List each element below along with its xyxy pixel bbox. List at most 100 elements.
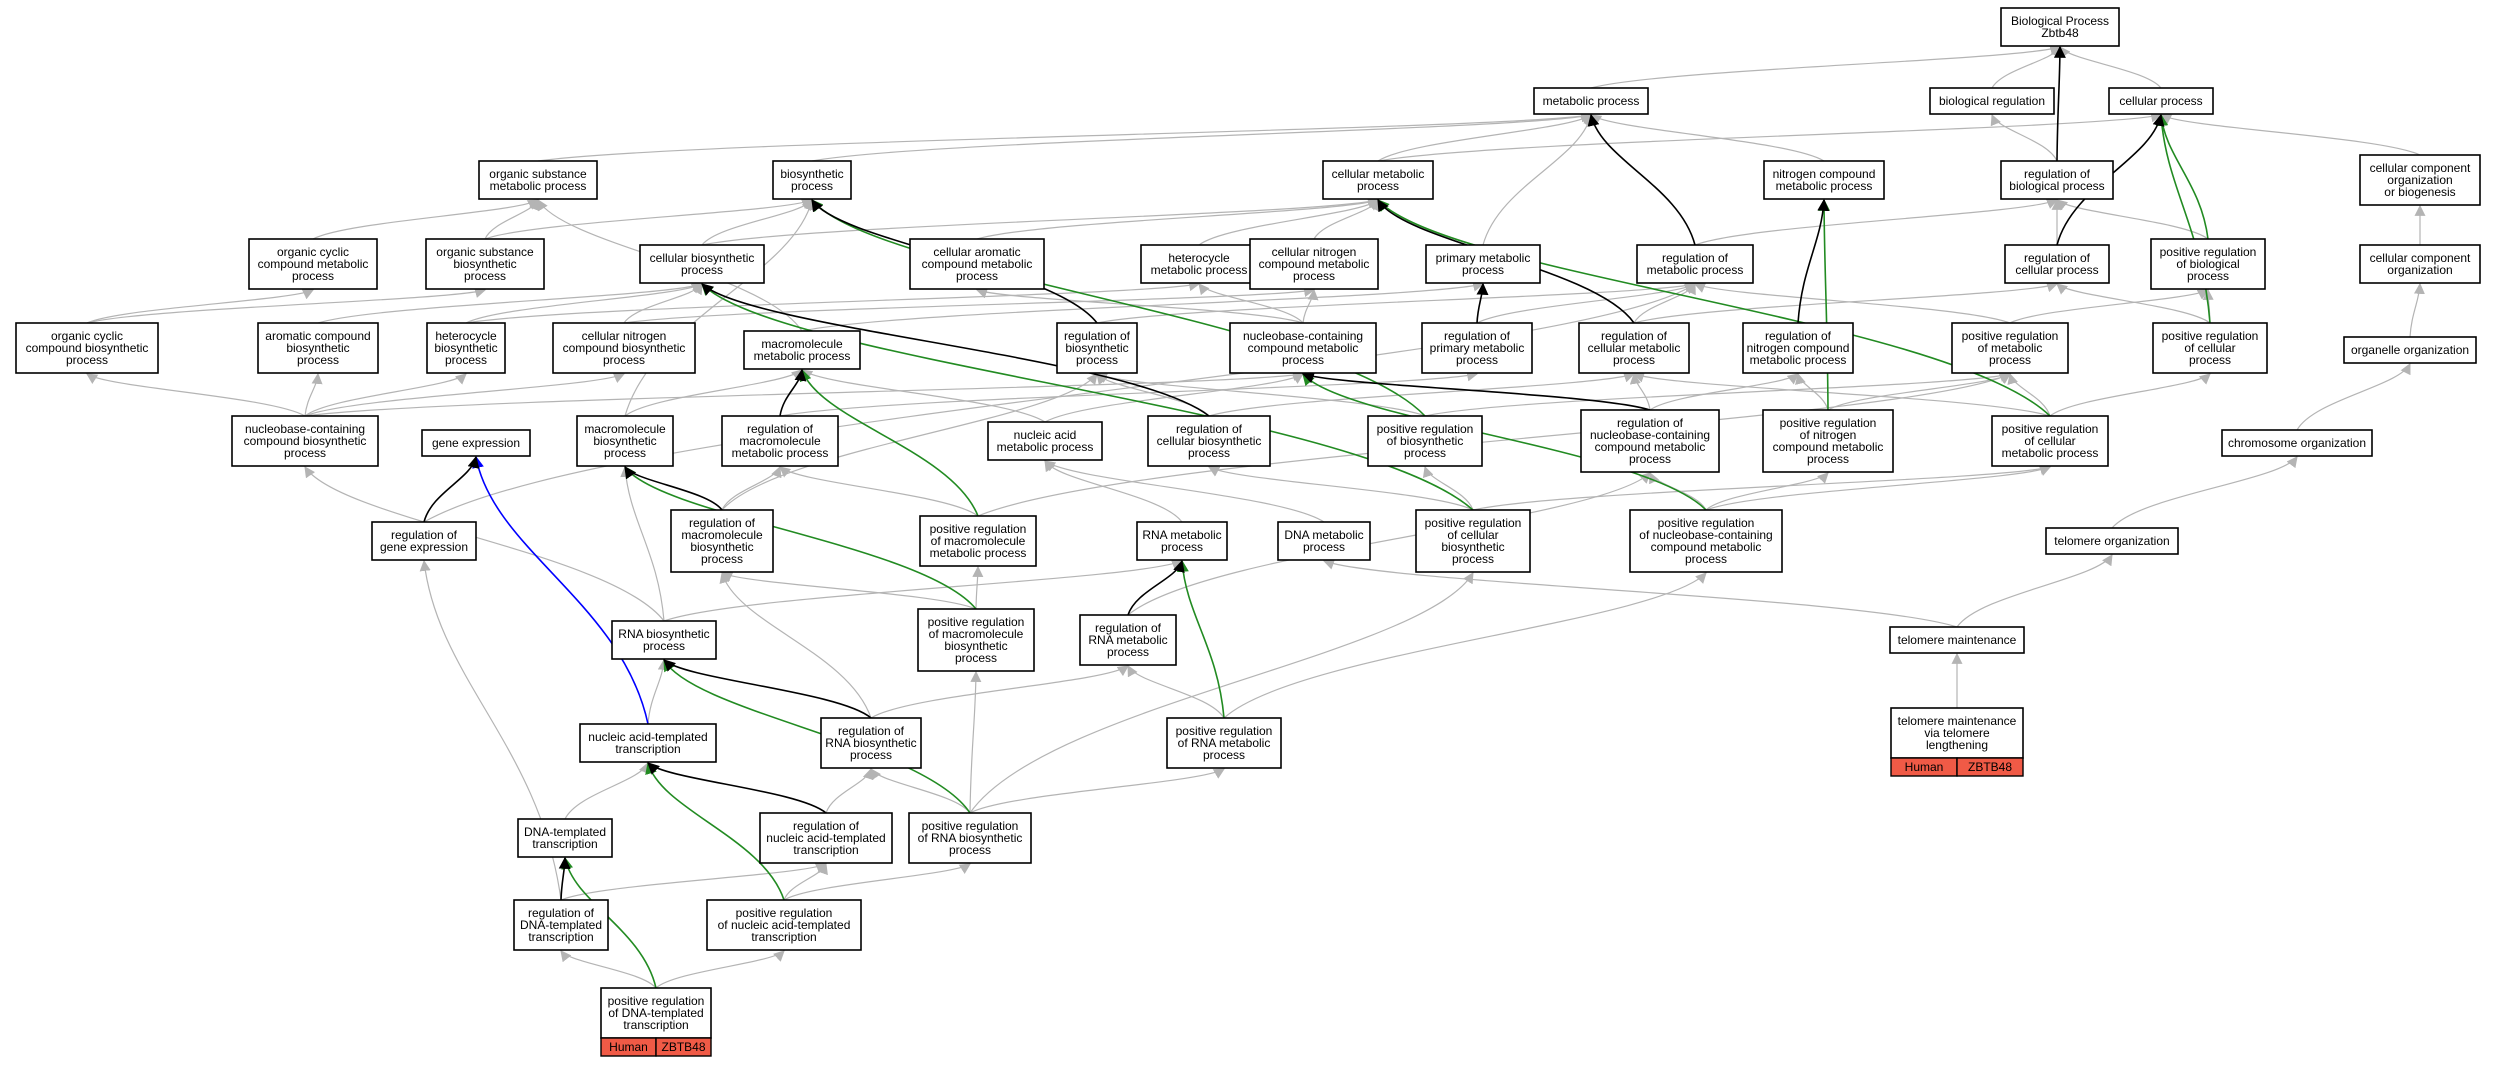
go-term-label: process: [1293, 269, 1335, 283]
go-term-tm[interactable]: telomere maintenance: [1889, 626, 2025, 654]
edge-is-a-namp-to-nccmp: [1044, 373, 1304, 423]
go-term-box: [909, 238, 1045, 290]
go-term-box: [1425, 244, 1541, 284]
go-term-box: [759, 812, 893, 864]
edge-is-a-nccmp-to-cncmp: [1302, 288, 1319, 324]
go-term-breg[interactable]: biological regulation: [1929, 87, 2055, 115]
go-term-cp[interactable]: cellular process: [2108, 87, 2214, 115]
go-term-label: process: [1456, 353, 1498, 367]
go-term-label: RNA biosynthetic: [618, 627, 709, 641]
go-term-box: [231, 415, 379, 467]
go-term-label: cellular biosynthetic: [1157, 434, 1262, 448]
go-term-oo[interactable]: organelle organization: [2343, 336, 2477, 364]
edge-is-a-occmp-to-osmp: [312, 199, 539, 240]
go-term-box: [1136, 521, 1228, 561]
go-term-label: nucleic acid: [1014, 428, 1077, 442]
go-term-label: transcription: [532, 837, 597, 851]
go-term-label: of macromolecule: [929, 627, 1024, 641]
go-term-rmbp[interactable]: regulation ofmacromoleculebiosyntheticpr…: [670, 509, 774, 573]
go-term-box: [2045, 527, 2179, 555]
edge-is-a-ncmp-to-mp: [1590, 114, 1825, 162]
go-term-box: [1889, 626, 2025, 654]
go-term-box: [1929, 87, 2055, 115]
go-term-label: of RNA biosynthetic: [918, 831, 1023, 845]
edge-is-a-cacmp-to-cmp: [976, 197, 1380, 240]
go-term-ge[interactable]: gene expression: [421, 429, 531, 457]
edge-part-of-rnccmp-to-nccmp: [1301, 371, 1651, 411]
gene-cell: [655, 1037, 712, 1057]
go-term-rnccmp[interactable]: regulation ofnucleobase-containingcompou…: [1580, 409, 1720, 473]
go-term-label: positive regulation: [1780, 416, 1877, 430]
go-term-label: process: [643, 639, 685, 653]
go-term-chro[interactable]: chromosome organization: [2221, 429, 2373, 457]
go-term-label: cellular biosynthetic: [650, 251, 755, 265]
go-term-label: compound metabolic: [922, 257, 1033, 271]
edge-is-a-mp-to-bp: [1590, 44, 2062, 89]
go-term-telo[interactable]: telomere organization: [2045, 527, 2179, 555]
edge-positively-regulates-prmmp-to-mmp: [799, 368, 979, 517]
go-term-mp[interactable]: metabolic process: [1533, 87, 1649, 115]
edge-is-a-rrnabp-to-rmbp: [719, 571, 872, 719]
go-term-label: process: [284, 446, 326, 460]
go-term-label: of cellular: [1447, 528, 1498, 542]
